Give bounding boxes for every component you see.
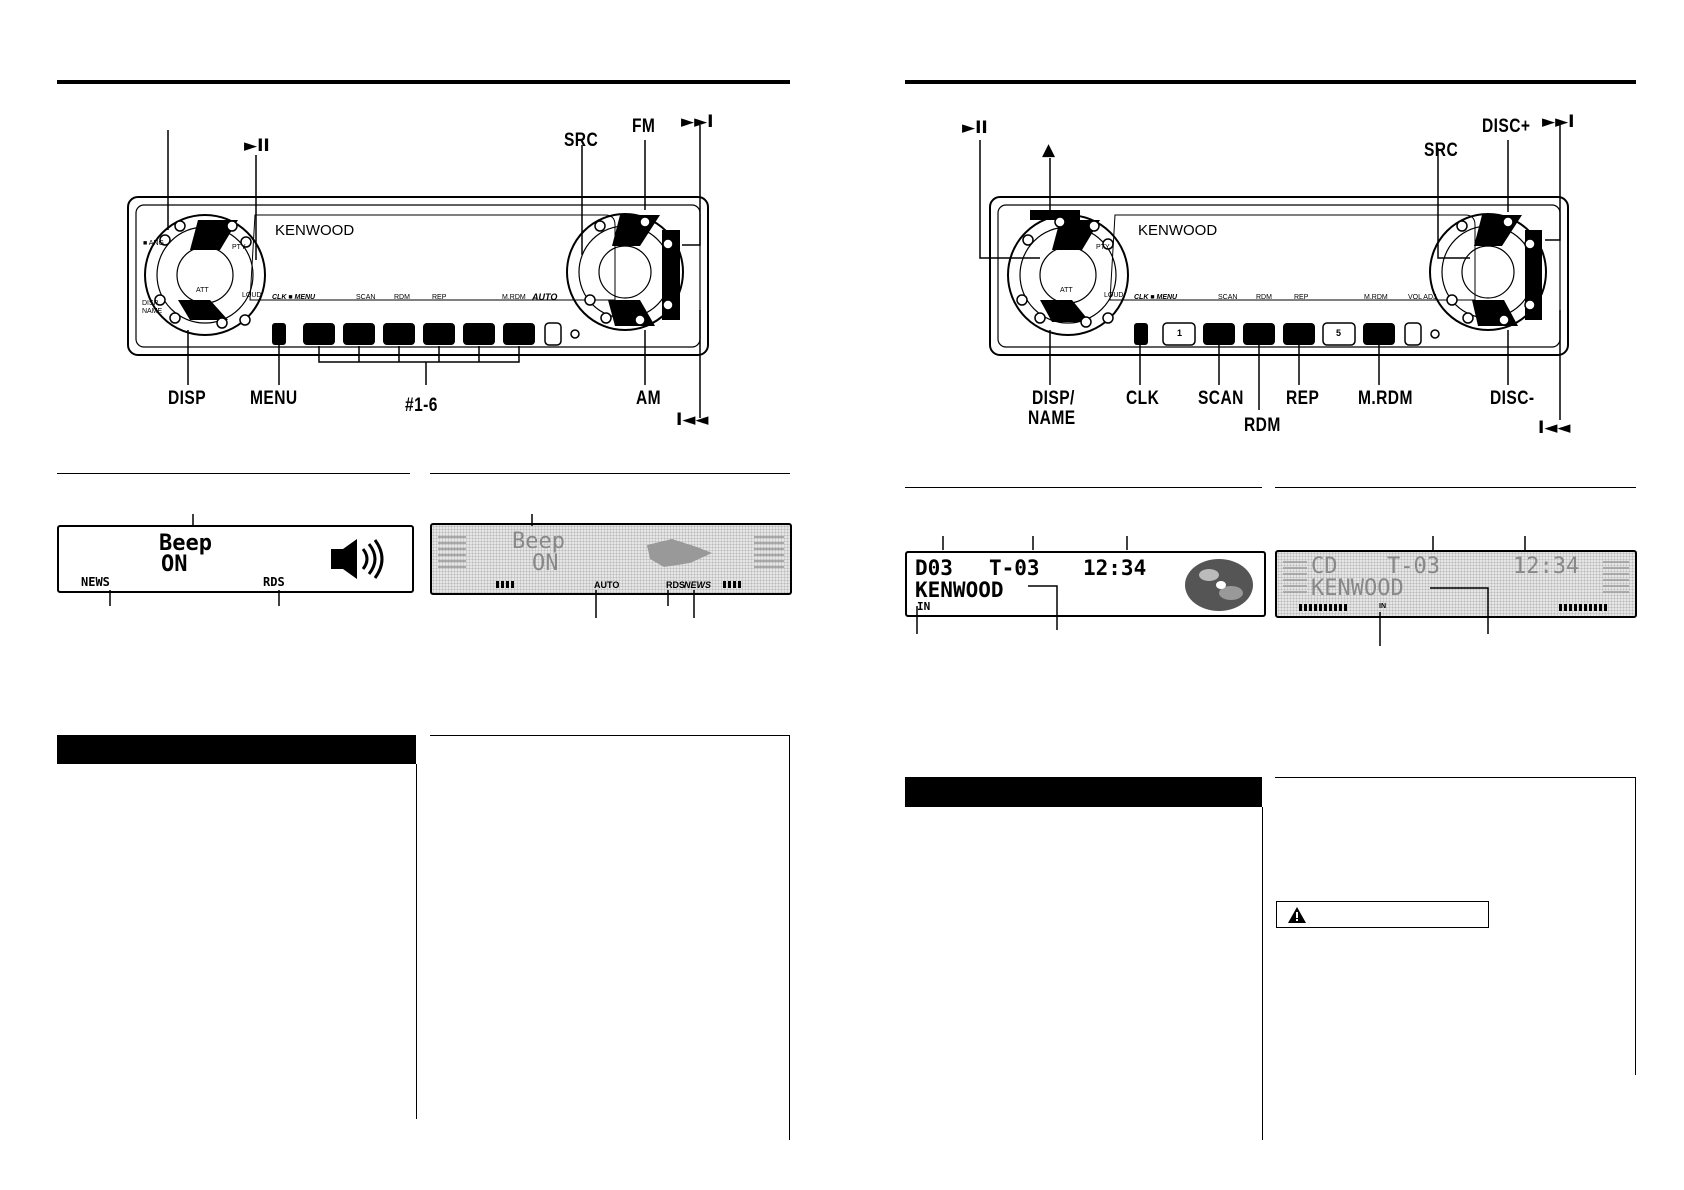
disc-plus-label: DISC+ — [1482, 116, 1531, 137]
ang-label: ■ ANG — [143, 240, 164, 247]
section-heading-bar-right — [905, 777, 1262, 807]
play-pause-label-right: ►II — [962, 118, 988, 138]
section-rule-right — [1275, 777, 1636, 778]
mrdm-label-callout: M.RDM — [1358, 388, 1413, 409]
column-divider-left-2 — [789, 735, 790, 1140]
lcd-line2: ON — [161, 552, 188, 577]
clk-menu-label-right: CLK ■ MENU — [1134, 294, 1178, 301]
lcd-news-indicator-dm: NEWS — [684, 580, 711, 590]
lcd-name: KENWOOD — [915, 578, 1004, 602]
auto-label: AUTO — [532, 292, 558, 302]
scan-label-right: SCAN — [1218, 294, 1238, 301]
display-rule-3 — [905, 487, 1262, 488]
scan-label-callout: SCAN — [1198, 388, 1244, 409]
att-label: ATT — [196, 287, 209, 294]
eject-label: ▲ — [1042, 140, 1056, 160]
disc-animation-icon — [1185, 559, 1253, 611]
lcd-time-dm: 12:34 — [1513, 554, 1580, 579]
disp-name-label: DISP NAME — [142, 300, 163, 315]
lcd-cd-plain: D03 T-03 12:34 KENWOOD IN — [905, 551, 1266, 617]
lcd-line1-dm: Beep — [512, 529, 565, 554]
lcd-cd-dm-callouts — [1379, 536, 1526, 646]
level-meter-bars — [438, 536, 784, 588]
mrdm-label: M.RDM — [502, 294, 526, 301]
rdm-label-callout: RDM — [1244, 415, 1281, 436]
brand-logo-right: KENWOOD — [1138, 222, 1218, 239]
section-heading-bar-left — [57, 735, 416, 764]
pty-label: PTY — [232, 244, 246, 251]
next-track-label-right: ►►I — [1542, 112, 1575, 132]
warning-box — [1276, 901, 1489, 928]
section-rule-left — [430, 735, 790, 736]
column-divider-left-1 — [416, 764, 417, 1119]
display-rule-2 — [430, 473, 790, 474]
presets-label: #1-6 — [405, 395, 438, 416]
att-label-right: ATT — [1060, 287, 1073, 294]
lcd-source: CD — [1311, 554, 1338, 579]
header-rule-left — [57, 80, 790, 84]
lcd-track: T-03 — [989, 556, 1040, 580]
scan-label: SCAN — [356, 294, 376, 301]
column-divider-right-1 — [1262, 807, 1263, 1140]
lcd-beep-dotmatrix: Beep ON AUTO RDS NEWS — [430, 523, 792, 595]
disc-minus-label: DISC- — [1490, 388, 1535, 409]
lcd-news-indicator: NEWS — [81, 575, 110, 589]
rep-label: REP — [432, 294, 447, 301]
rep-label-right: REP — [1294, 294, 1309, 301]
fm-label: FM — [632, 116, 656, 137]
preset-5-label: 5 — [1336, 328, 1342, 338]
vol-adj-label: VOL ADJ — [1408, 294, 1437, 301]
rdm-label-right: RDM — [1256, 294, 1272, 301]
lcd-rds-indicator: RDS — [263, 575, 285, 589]
lcd-beep-plain: Beep ON NEWS RDS — [57, 525, 414, 593]
lcd-name-dm: KENWOOD — [1311, 576, 1404, 601]
header-rule-right — [905, 80, 1636, 84]
preset-1-label: 1 — [1177, 328, 1183, 338]
pty-label-right: PTY — [1096, 244, 1110, 251]
prev-track-label: I◄◄ — [676, 410, 709, 430]
lcd-track-dm: T-03 — [1387, 554, 1440, 579]
loud-label-right: LOUD — [1104, 292, 1124, 299]
lcd-rds-indicator-dm: RDS — [666, 580, 686, 590]
display-rule-4 — [1275, 487, 1636, 488]
src-label-right: SRC — [1424, 140, 1459, 161]
lcd-beep-plain-callouts — [109, 514, 280, 606]
speaker-icon — [331, 539, 384, 579]
rdm-label: RDM — [394, 294, 410, 301]
display-rule-1 — [57, 473, 410, 474]
lcd-auto-indicator: AUTO — [594, 580, 620, 590]
src-label: SRC — [564, 130, 599, 151]
prev-track-label-right: I◄◄ — [1538, 418, 1571, 438]
clk-menu-label: CLK ■ MENU — [272, 294, 316, 301]
next-track-label: ►►I — [681, 112, 714, 132]
mrdm-label-right: M.RDM — [1364, 294, 1388, 301]
lcd-in-indicator: IN — [917, 600, 931, 613]
lcd-cd-dotmatrix: CD T-03 12:34 KENWOOD IN — [1275, 550, 1637, 618]
lcd-in-indicator-dm: IN — [1379, 603, 1386, 610]
play-pause-label: ►II — [244, 136, 270, 156]
loud-label: LOUD — [242, 292, 262, 299]
column-divider-right-2 — [1635, 777, 1636, 1075]
menu-label: MENU — [250, 388, 298, 409]
cd-level-meter-bars — [1283, 561, 1629, 611]
clk-label: CLK — [1126, 388, 1160, 409]
lcd-line1: Beep — [159, 531, 212, 556]
disp-name-label-2: NAME — [1028, 408, 1076, 429]
lcd-disc: D03 — [915, 556, 953, 580]
lcd-time: 12:34 — [1083, 556, 1147, 580]
disp-name-label-1: DISP/ — [1032, 388, 1075, 409]
brand-logo: KENWOOD — [275, 222, 355, 239]
warning-triangle-icon — [1288, 907, 1306, 923]
lcd-line2-dm: ON — [532, 551, 559, 576]
am-label: AM — [636, 388, 662, 409]
lcd-cd-plain-callouts — [916, 536, 1128, 634]
lcd-beep-dm-callouts — [531, 514, 695, 618]
disp-label: DISP — [168, 388, 207, 409]
rep-label-callout: REP — [1286, 388, 1320, 409]
